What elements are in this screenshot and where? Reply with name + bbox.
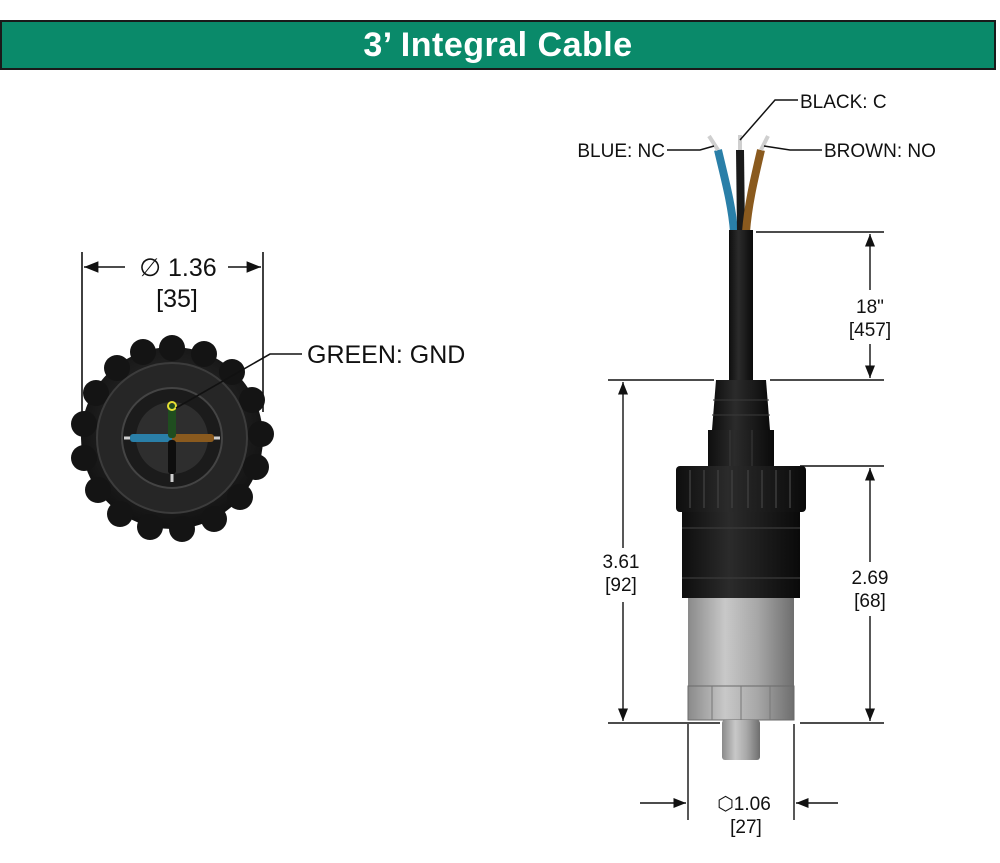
end-view-black-wire xyxy=(168,440,176,474)
overall-height-in: 3.61 xyxy=(603,552,640,573)
body-height-mm: [68] xyxy=(854,591,886,612)
housing-body xyxy=(682,512,800,598)
steel-body xyxy=(688,598,794,686)
ground-leader-line xyxy=(175,353,302,409)
cable-length-mm: [457] xyxy=(849,320,891,341)
cable-gland-nut xyxy=(708,430,774,468)
cable-length-in: 18" xyxy=(856,297,884,318)
side-view: BLACK: C BLUE: NC BROWN: NO xyxy=(577,92,936,838)
brown-wire xyxy=(742,149,765,233)
end-view-brown-wire xyxy=(172,434,214,442)
ground-wire-label: GREEN: GND xyxy=(307,341,465,369)
hex-size-in: ⬡1.06 xyxy=(717,794,771,815)
black-wire xyxy=(736,149,745,233)
body-height-in: 2.69 xyxy=(852,568,889,589)
end-view-diameter-mm: [35] xyxy=(156,285,198,313)
hex-size-mm: [27] xyxy=(730,817,762,838)
brown-wire-tip xyxy=(759,135,770,151)
blue-wire-tip xyxy=(707,134,720,152)
brown-wire-label: BROWN: NO xyxy=(824,141,936,162)
black-wire-leader xyxy=(739,99,798,141)
black-wire-label: BLACK: C xyxy=(800,92,887,113)
blue-wire xyxy=(714,149,738,233)
strain-relief xyxy=(712,380,770,430)
blue-wire-leader xyxy=(667,145,715,151)
overall-height-mm: [92] xyxy=(605,575,637,596)
end-view-blue-wire xyxy=(130,434,172,442)
end-view-diameter-in: ∅ 1.36 xyxy=(139,254,216,282)
title-banner: 3’ Integral Cable xyxy=(0,20,996,70)
page-title: 3’ Integral Cable xyxy=(363,25,633,64)
pressure-port xyxy=(722,720,760,760)
knob-knurls xyxy=(71,335,274,542)
end-view-green-wire xyxy=(168,404,176,438)
blue-wire-label: BLUE: NC xyxy=(577,141,665,162)
cable-jacket xyxy=(729,230,753,382)
brown-wire-leader xyxy=(763,145,822,151)
end-view: ∅ 1.36 [35] GREEN: GND xyxy=(71,252,465,542)
cap-knurl-lines xyxy=(689,470,791,508)
housing-cap xyxy=(676,466,806,512)
ground-wire-end xyxy=(167,401,177,411)
